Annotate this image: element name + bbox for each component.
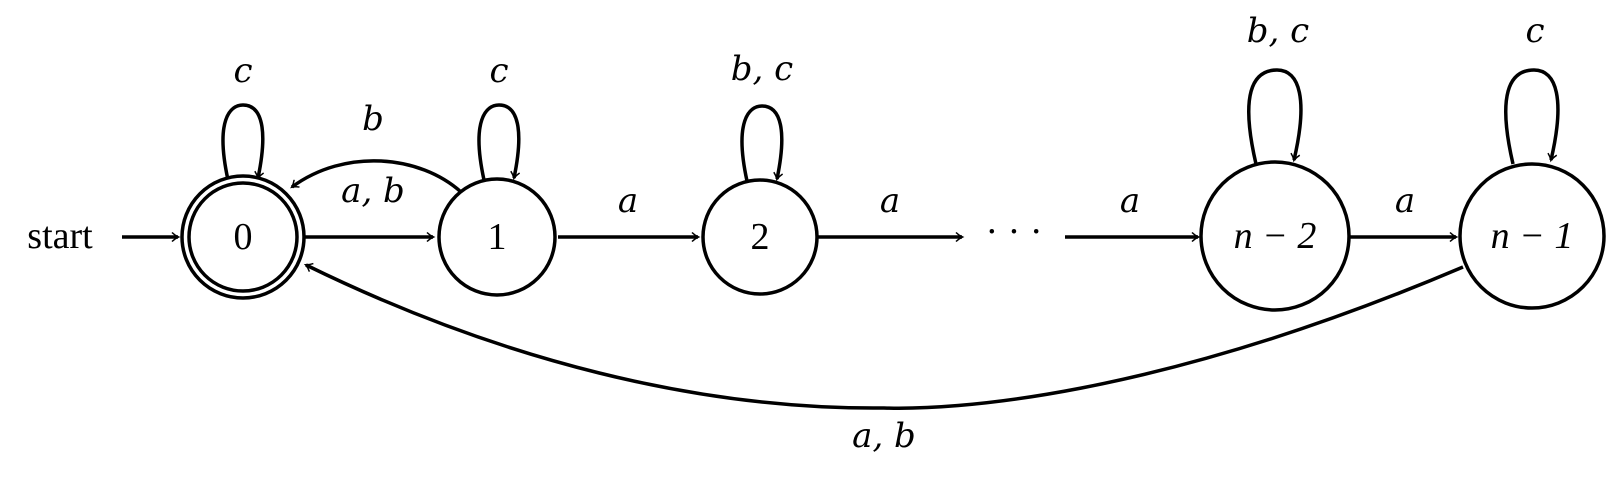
start-label: start [27, 215, 93, 257]
state-label: 0 [234, 216, 253, 258]
transition-label: c [233, 51, 252, 91]
transition-label: a [1120, 181, 1140, 221]
state-1[interactable]: 1 [437, 177, 557, 297]
transition-1-to-1 [477, 103, 521, 181]
transition-n-2-to-n-2 [1247, 68, 1303, 165]
transition-n-1-to-0 [303, 262, 1464, 410]
transition-label: a, b [341, 171, 405, 211]
transition-label: c [489, 51, 508, 91]
state-label: 1 [488, 216, 507, 258]
transition-n-1-to-n-1 [1504, 68, 1560, 165]
state-label: 2 [751, 216, 770, 258]
state-label: n − 2 [1234, 215, 1317, 257]
transition-label: c [1525, 11, 1544, 51]
transition-0-to-0 [221, 103, 265, 181]
state-n-1[interactable]: n − 1 [1458, 162, 1606, 310]
state-n-2[interactable]: n − 2 [1199, 160, 1351, 312]
transition-label: a [618, 181, 638, 221]
transition-label: b, c [1247, 11, 1309, 51]
ellipsis: · · · [986, 211, 1043, 253]
transition-label: b [362, 99, 384, 139]
transition-label: b, c [731, 49, 793, 89]
transition-1-to-0 [290, 159, 463, 194]
transition-2-to-2 [740, 104, 784, 182]
state-label: n − 1 [1491, 215, 1574, 257]
state-2[interactable]: 2 [701, 178, 819, 296]
transition-label: a, b [852, 416, 916, 456]
transition-label: a [880, 181, 900, 221]
state-0[interactable]: 0 [180, 174, 306, 300]
transition-label: a [1395, 181, 1415, 221]
